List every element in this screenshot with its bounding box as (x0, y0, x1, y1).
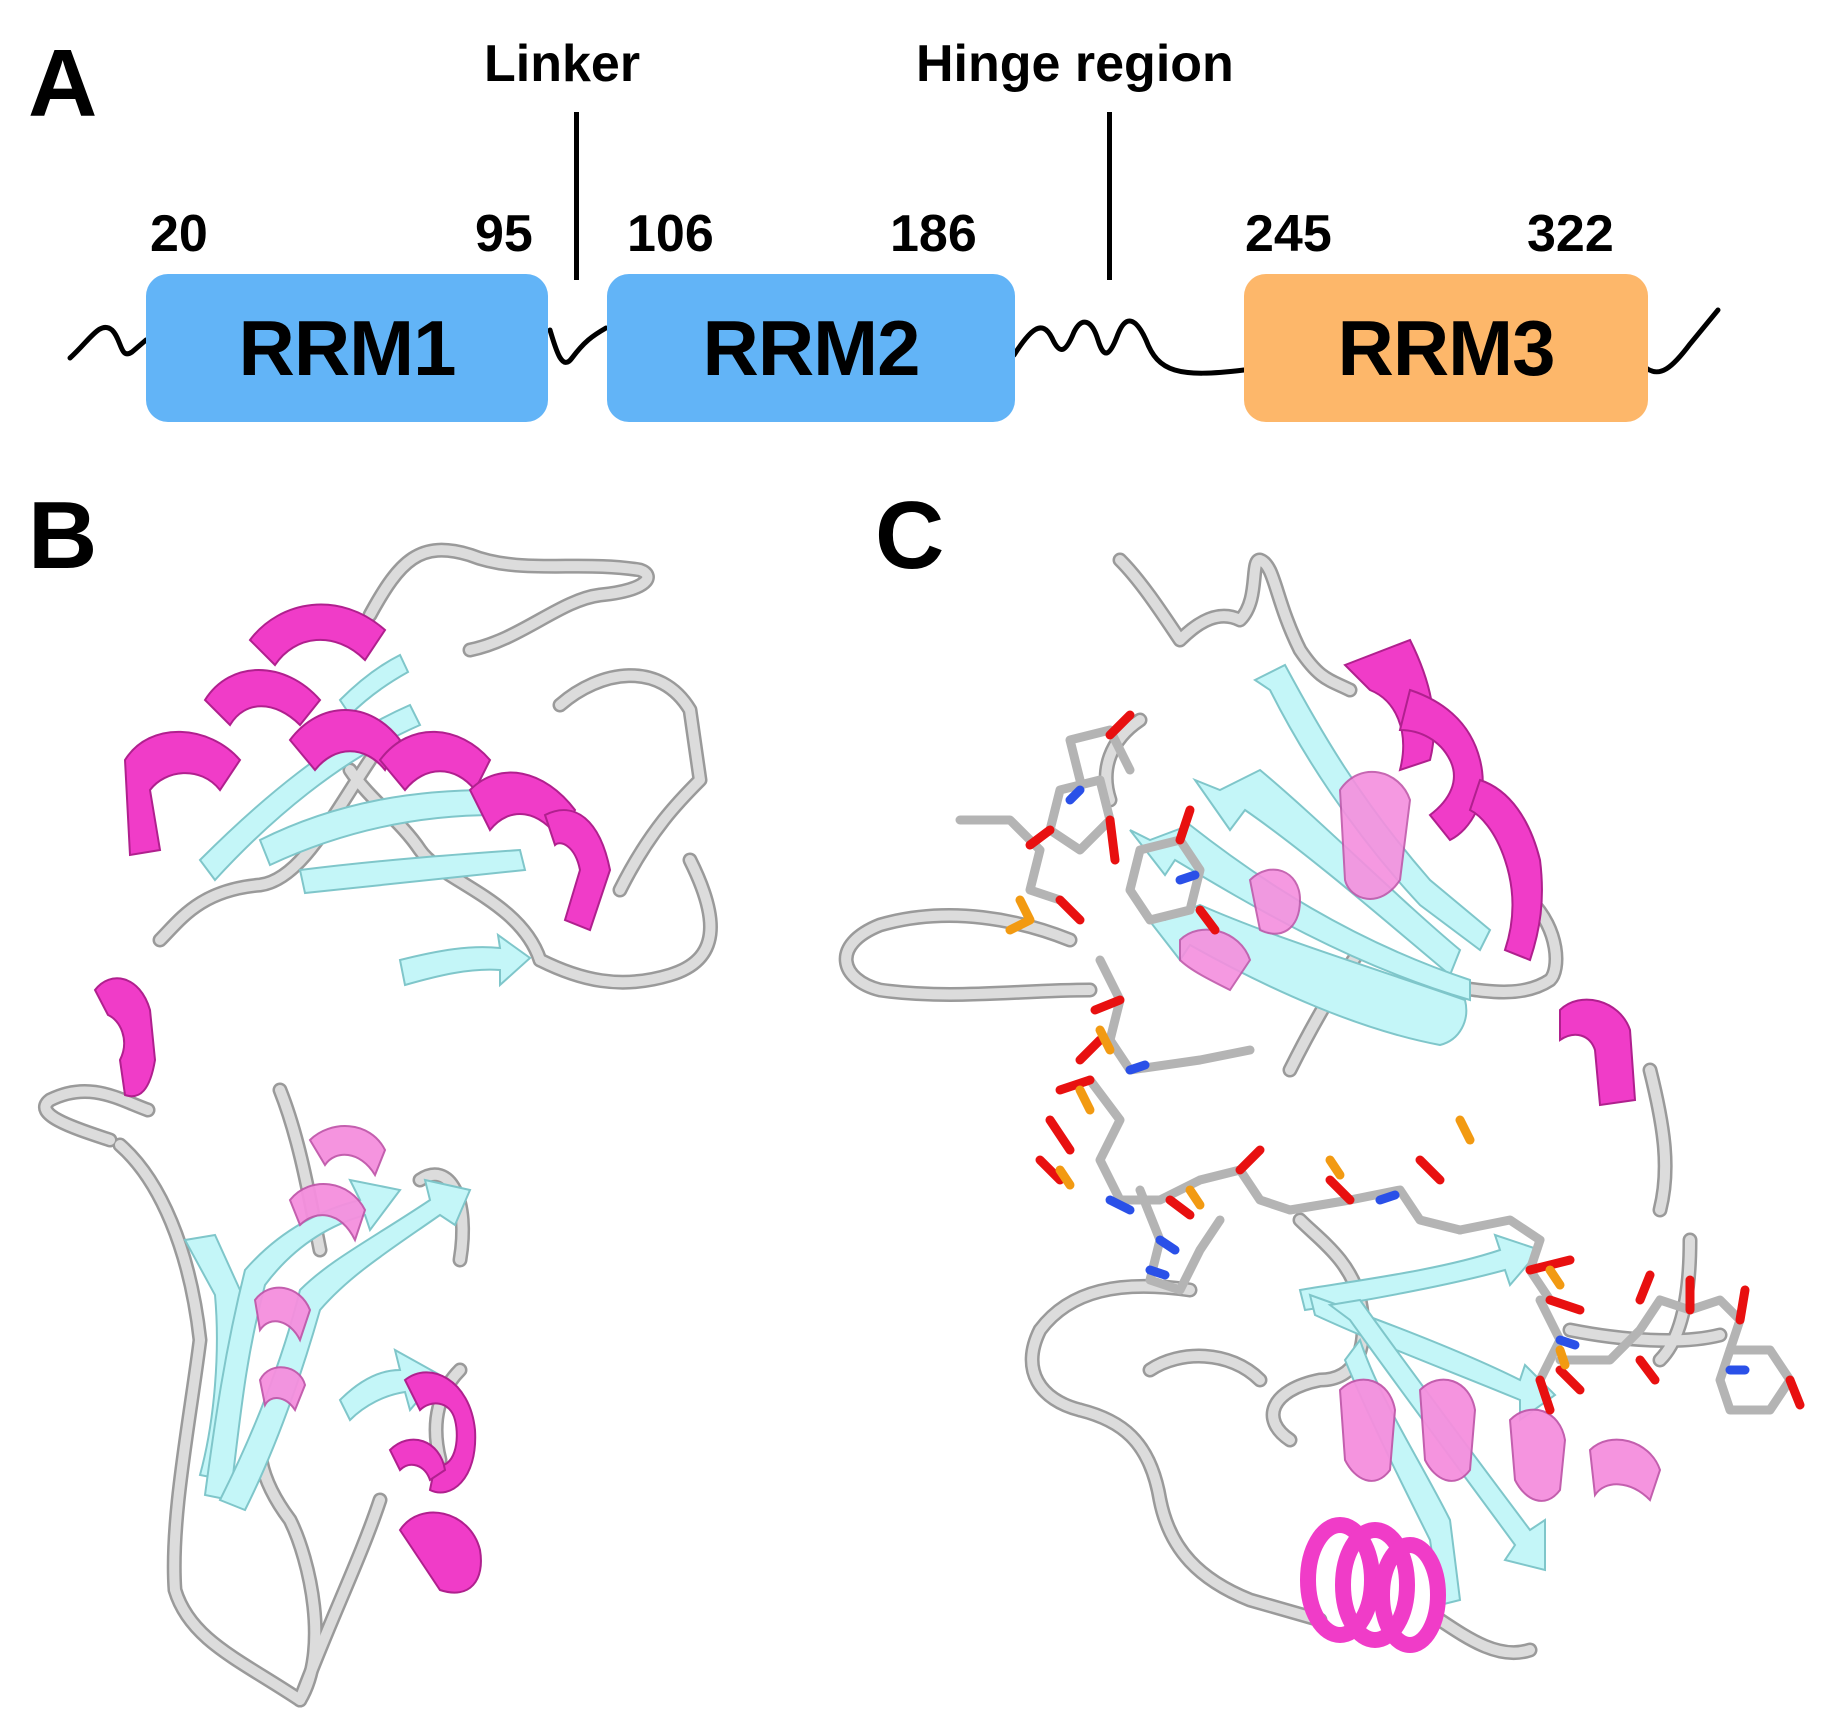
loop-outline-c (838, 552, 1728, 1661)
rrm2-end: 186 (890, 205, 977, 263)
linker-marker (574, 112, 579, 280)
alpha-helices-back-c (1179, 771, 1412, 992)
rrm3-start: 245 (1245, 205, 1332, 263)
backbone-squiggle (67, 307, 1721, 376)
rna-stick-model (955, 710, 1805, 1415)
domain-rrm2-label: RRM2 (702, 303, 920, 392)
linker-label: Linker (484, 35, 641, 93)
domain-rrm2: RRM2 (607, 274, 1015, 422)
hinge-region-label: Hinge region (916, 35, 1234, 93)
rrm3-end: 322 (1527, 205, 1614, 263)
hinge-marker (1107, 112, 1112, 280)
domain-rrm3-label: RRM3 (1337, 303, 1555, 392)
alpha-helix-coil-c (1300, 1517, 1446, 1653)
rrm2-start: 106 (627, 205, 714, 263)
rrm1-end: 95 (475, 205, 533, 263)
alpha-helices-lower-c (1338, 1378, 1662, 1502)
rrm1-start: 20 (150, 205, 208, 263)
alpha-helices-upper (93, 603, 612, 1098)
domain-rrm1-label: RRM1 (238, 303, 456, 392)
domain-rrm3: RRM3 (1244, 274, 1648, 422)
panel-b-label: B (28, 482, 98, 589)
alpha-helices-front-c (1343, 638, 1637, 1107)
panel-c-label: C (875, 482, 945, 589)
alpha-helices-lower-back (253, 1125, 387, 1413)
alpha-helices-lower-front (388, 1371, 482, 1594)
panel-a-label: A (28, 30, 98, 137)
loop-fill-c (841, 555, 1725, 1658)
domain-rrm1: RRM1 (146, 274, 548, 422)
